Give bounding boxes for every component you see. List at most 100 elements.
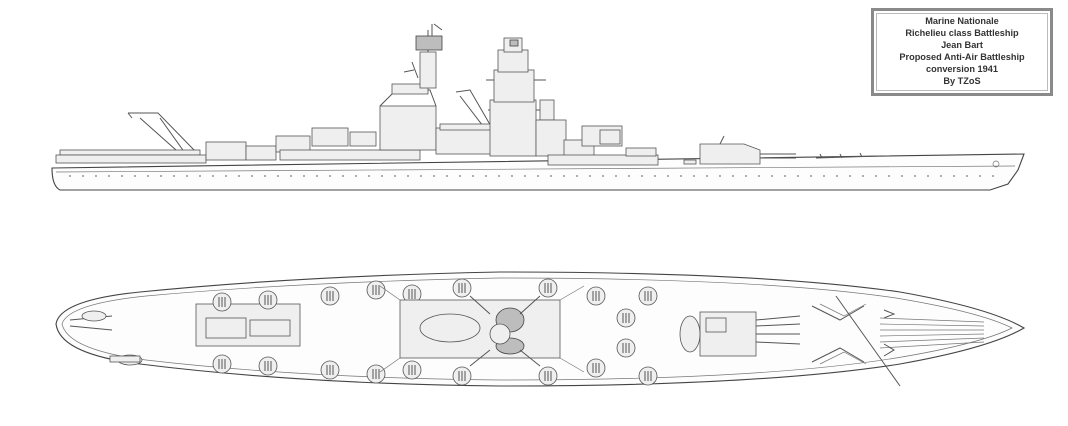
aa-mount	[258, 356, 278, 376]
aa-mount	[452, 278, 472, 298]
porthole	[225, 175, 227, 177]
porthole	[927, 175, 929, 177]
top-plan	[55, 271, 1026, 387]
aa-mount	[616, 308, 636, 328]
porthole	[615, 175, 617, 177]
porthole	[589, 175, 591, 177]
porthole	[719, 175, 721, 177]
porthole	[563, 175, 565, 177]
porthole	[342, 175, 344, 177]
side-portholes	[69, 175, 994, 177]
title-line-3: Jean Bart	[941, 40, 983, 50]
porthole	[862, 175, 864, 177]
porthole	[82, 175, 84, 177]
porthole	[784, 175, 786, 177]
title-line-4: Proposed Anti-Air Battleship	[899, 52, 1025, 62]
title-cartouche: Marine Nationale Richelieu class Battles…	[871, 8, 1053, 96]
aa-mount	[212, 354, 232, 374]
porthole	[732, 175, 734, 177]
porthole	[602, 175, 604, 177]
aa-mount	[320, 286, 340, 306]
porthole	[251, 175, 253, 177]
aa-mount	[320, 360, 340, 380]
aa-mount	[638, 366, 658, 386]
porthole	[966, 175, 968, 177]
aa-mount	[538, 278, 558, 298]
porthole	[524, 175, 526, 177]
porthole	[706, 175, 708, 177]
porthole	[771, 175, 773, 177]
aft-crane	[127, 112, 197, 161]
aa-mount	[538, 366, 558, 386]
breakwater	[811, 305, 865, 363]
porthole	[537, 175, 539, 177]
porthole	[199, 175, 201, 177]
porthole	[758, 175, 760, 177]
porthole	[797, 175, 799, 177]
porthole	[628, 175, 630, 177]
porthole	[290, 175, 292, 177]
porthole	[576, 175, 578, 177]
porthole	[160, 175, 162, 177]
porthole	[420, 175, 422, 177]
porthole	[95, 175, 97, 177]
porthole	[186, 175, 188, 177]
aa-mount	[638, 286, 658, 306]
porthole	[849, 175, 851, 177]
porthole	[680, 175, 682, 177]
porthole	[940, 175, 942, 177]
aa-mount	[616, 338, 636, 358]
porthole	[238, 175, 240, 177]
porthole	[693, 175, 695, 177]
porthole	[108, 175, 110, 177]
porthole	[901, 175, 903, 177]
porthole	[303, 175, 305, 177]
porthole	[446, 175, 448, 177]
side-hull	[51, 153, 1025, 191]
porthole	[212, 175, 214, 177]
porthole	[485, 175, 487, 177]
porthole	[511, 175, 513, 177]
porthole	[316, 175, 318, 177]
porthole	[368, 175, 370, 177]
porthole	[641, 175, 643, 177]
porthole	[264, 175, 266, 177]
porthole	[394, 175, 396, 177]
title-line-2: Richelieu class Battleship	[905, 28, 1019, 38]
aa-mount	[586, 358, 606, 378]
porthole	[667, 175, 669, 177]
porthole	[745, 175, 747, 177]
title-line-5: conversion 1941	[925, 64, 998, 74]
porthole	[836, 175, 838, 177]
porthole	[875, 175, 877, 177]
title-line-1: Marine Nationale	[925, 16, 999, 26]
side-profile	[51, 23, 1025, 191]
porthole	[121, 175, 123, 177]
aa-mount	[586, 286, 606, 306]
porthole	[992, 175, 994, 177]
aa-mount	[366, 364, 386, 384]
porthole	[914, 175, 916, 177]
porthole	[381, 175, 383, 177]
title-line-6: By TZoS	[943, 76, 981, 86]
aa-mounts	[212, 278, 658, 386]
aa-mount	[366, 280, 386, 300]
porthole	[407, 175, 409, 177]
porthole	[355, 175, 357, 177]
porthole	[953, 175, 955, 177]
porthole	[810, 175, 812, 177]
porthole	[329, 175, 331, 177]
porthole	[173, 175, 175, 177]
porthole	[498, 175, 500, 177]
porthole	[979, 175, 981, 177]
aa-mount	[452, 366, 472, 386]
porthole	[277, 175, 279, 177]
aa-mount	[402, 360, 422, 380]
porthole	[550, 175, 552, 177]
aa-mount	[258, 290, 278, 310]
porthole	[433, 175, 435, 177]
porthole	[654, 175, 656, 177]
porthole	[472, 175, 474, 177]
porthole	[888, 175, 890, 177]
